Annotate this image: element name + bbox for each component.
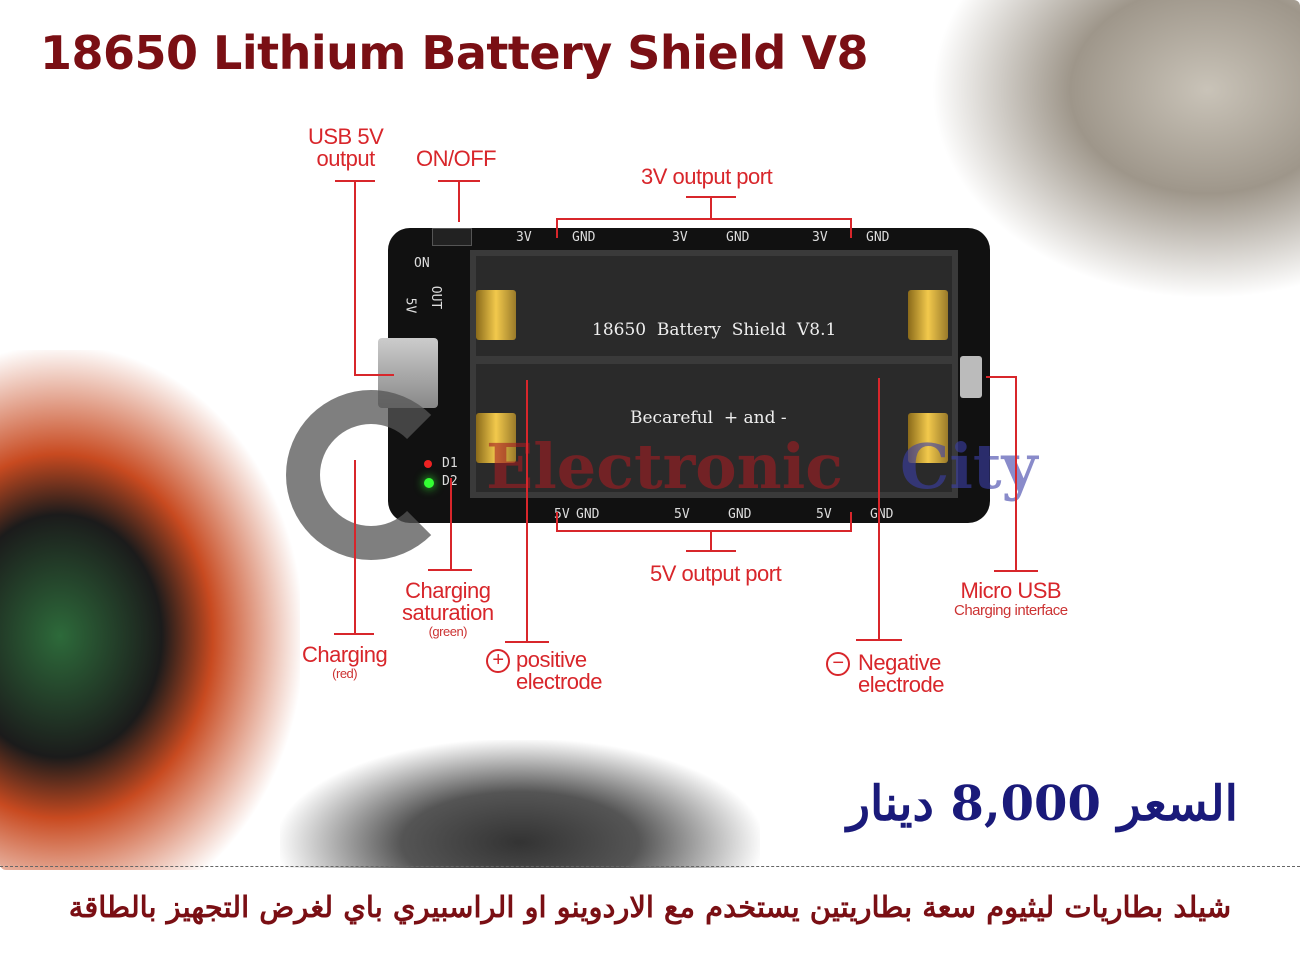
callout-line xyxy=(556,530,852,532)
pin-3v: 3V xyxy=(672,230,688,245)
pin-3v: 3V xyxy=(516,230,532,245)
callout-line xyxy=(556,512,558,532)
clip-negative-2 xyxy=(908,413,948,463)
battery-holder-1 xyxy=(470,250,958,362)
callout-line xyxy=(354,460,356,634)
micro-usb-port[interactable] xyxy=(960,356,982,398)
silk-text-2: Becareful + and - xyxy=(630,408,787,428)
divider xyxy=(0,866,1300,867)
components-image-top-right xyxy=(930,0,1300,300)
callout-line xyxy=(1015,376,1017,572)
on-off-switch[interactable] xyxy=(432,228,472,246)
callout-line xyxy=(686,550,736,552)
callout-line xyxy=(450,478,452,570)
pin-gnd: GND xyxy=(728,507,752,522)
callout-line xyxy=(556,218,558,238)
page-title: 18650 Lithium Battery Shield V8 xyxy=(40,26,868,80)
pin-gnd: GND xyxy=(576,507,600,522)
callout-line xyxy=(994,570,1038,572)
pin-5v: 5V xyxy=(674,507,690,522)
callout-line xyxy=(710,530,712,550)
callout-line xyxy=(856,639,902,641)
label-5v: 5V xyxy=(402,297,418,314)
plus-circle-icon: + xyxy=(486,649,510,673)
battery-shield-board: 3V GND 3V GND 3V GND 18650 Battery Shiel… xyxy=(378,228,990,523)
label-on: ON xyxy=(414,256,430,271)
callout-line xyxy=(334,633,374,635)
pin-gnd: GND xyxy=(726,230,750,245)
callout-line xyxy=(556,218,852,220)
silk-text-1: 18650 Battery Shield V8.1 xyxy=(592,320,837,340)
callout-line xyxy=(505,641,549,643)
callout-line xyxy=(986,376,1016,378)
callout-line xyxy=(850,218,852,238)
callout-charging: Charging(red) xyxy=(302,642,388,682)
callout-line xyxy=(458,180,460,222)
callout-line xyxy=(710,196,712,218)
components-image-left xyxy=(0,350,300,870)
battery-holder-2 xyxy=(470,358,958,498)
pin-3v: 3V xyxy=(812,230,828,245)
callout-line xyxy=(354,180,356,376)
pin-gnd: GND xyxy=(866,230,890,245)
watermark-logo xyxy=(286,390,456,560)
components-image-bottom xyxy=(280,740,760,868)
product-description: شيلد بطاريات ليثيوم سعة بطاريتين يستخدم … xyxy=(68,890,1232,924)
watermark-text-electronic: Electronic xyxy=(486,430,844,503)
callout-line xyxy=(878,378,880,640)
callout-line xyxy=(686,196,736,198)
callout-line xyxy=(526,380,528,642)
label-out: OUT xyxy=(428,285,444,310)
callout-line xyxy=(428,569,472,571)
callout-line xyxy=(850,512,852,532)
clip-positive-2 xyxy=(476,413,516,463)
callout-line xyxy=(354,374,394,376)
clip-negative-1 xyxy=(908,290,948,340)
watermark-text-city: City xyxy=(900,430,1038,503)
pin-5v: 5V xyxy=(816,507,832,522)
price: السعر 8,000 دينار xyxy=(846,776,1238,832)
callout-3v-output-port: 3V output port xyxy=(641,164,773,189)
minus-circle-icon: − xyxy=(826,652,850,676)
callout-on-off: ON/OFF xyxy=(416,146,497,171)
clip-positive-1 xyxy=(476,290,516,340)
pin-gnd: GND xyxy=(870,507,894,522)
callout-5v-output-port: 5V output port xyxy=(650,561,782,586)
pin-gnd: GND xyxy=(572,230,596,245)
